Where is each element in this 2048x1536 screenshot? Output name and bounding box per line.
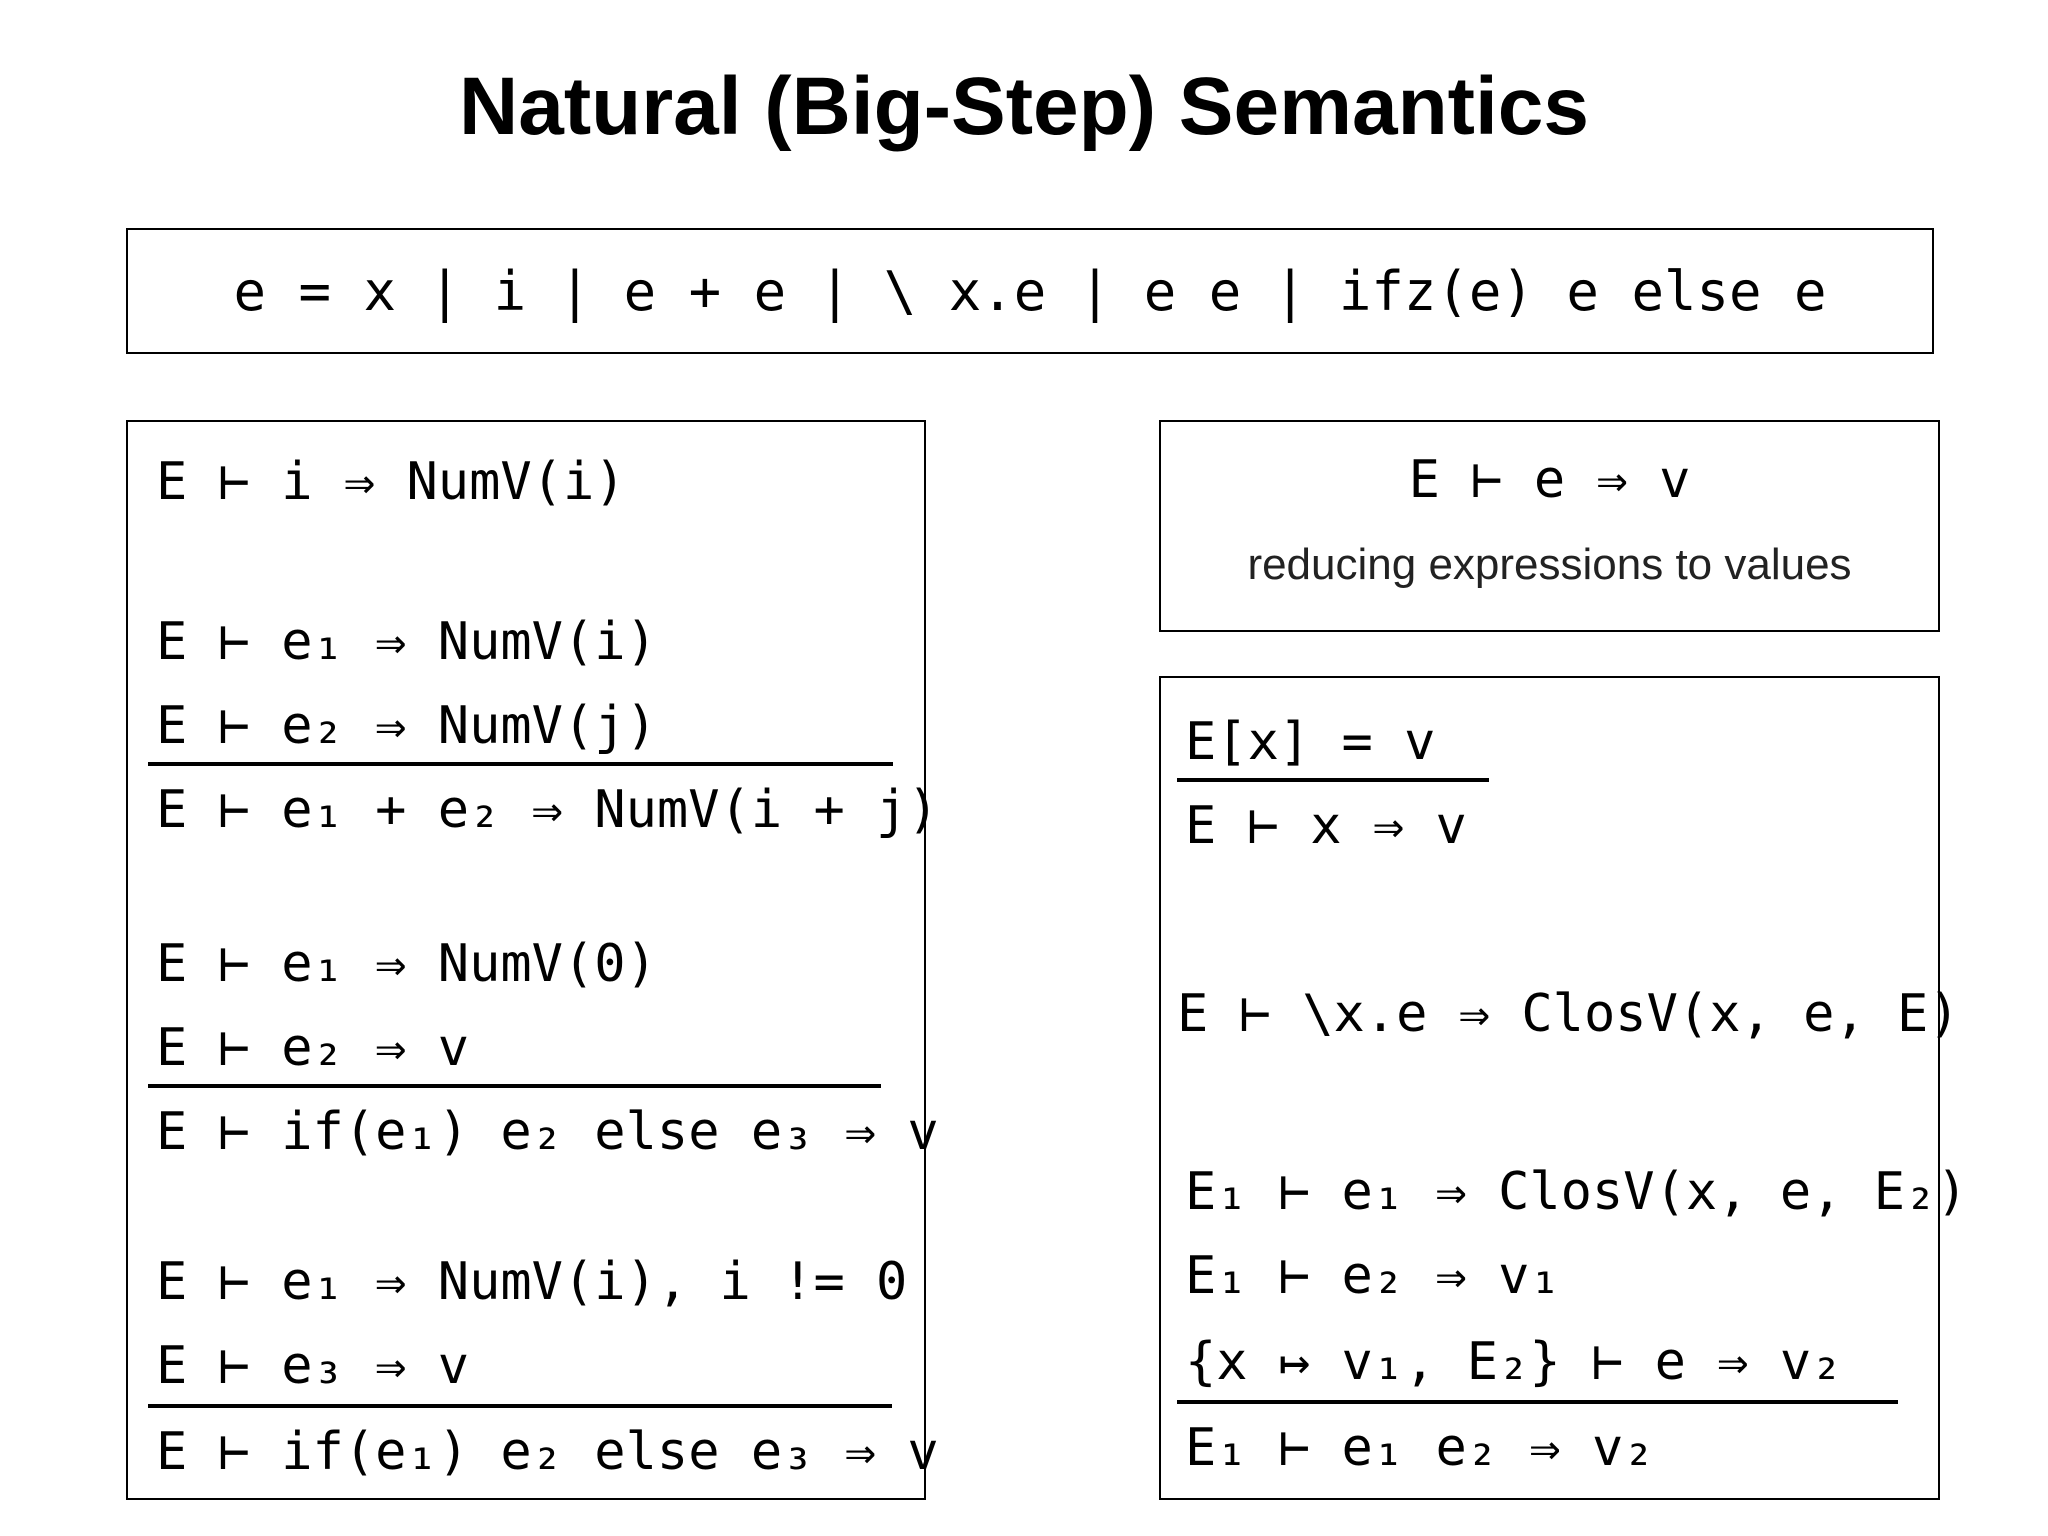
rule-app-premise-3: {x ↦ v₁, E₂} ⊢ e ⇒ v₂ [1185, 1332, 1843, 1392]
judgement-caption: reducing expressions to values [1247, 540, 1852, 589]
rule-add-premise-1: E ⊢ e₁ ⇒ NumV(i) [156, 612, 657, 672]
grammar-rule: e = x | i | e + e | \ x.e | e e | ifz(e)… [233, 260, 1827, 323]
rule-add-conclusion: E ⊢ e₁ + e₂ ⇒ NumV(i + j) [156, 780, 939, 840]
left-rules-box: E ⊢ i ⇒ NumV(i) E ⊢ e₁ ⇒ NumV(i) E ⊢ e₂ … [126, 420, 939, 1500]
rule-var-premise: E[x] = v [1185, 712, 1436, 772]
rule-ifz-true-inference-line [148, 1084, 881, 1088]
rule-ifz-true-conclusion: E ⊢ if(e₁) e₂ else e₃ ⇒ v [156, 1102, 939, 1162]
rule-app-conclusion: E₁ ⊢ e₁ e₂ ⇒ v₂ [1185, 1418, 1655, 1478]
grammar-box: e = x | i | e + e | \ x.e | e e | ifz(e)… [126, 228, 1934, 354]
rule-app-premise-1: E₁ ⊢ e₁ ⇒ ClosV(x, e, E₂) [1185, 1162, 1968, 1222]
rule-num: E ⊢ i ⇒ NumV(i) [156, 452, 626, 512]
rule-add-premise-2: E ⊢ e₂ ⇒ NumV(j) [156, 696, 657, 756]
right-rules-box: E[x] = v E ⊢ x ⇒ v E ⊢ \x.e ⇒ ClosV(x, e… [1159, 676, 1968, 1500]
rule-ifz-false-premise-2: E ⊢ e₃ ⇒ v [156, 1336, 470, 1396]
rule-lambda: E ⊢ \x.e ⇒ ClosV(x, e, E) [1177, 984, 1960, 1044]
slide-title: Natural (Big-Step) Semantics [459, 61, 1589, 152]
rule-add-inference-line [148, 762, 893, 766]
rule-ifz-false-premise-1: E ⊢ e₁ ⇒ NumV(i), i != 0 [156, 1252, 908, 1312]
rule-var-conclusion: E ⊢ x ⇒ v [1185, 796, 1467, 856]
rule-app-premise-2: E₁ ⊢ e₂ ⇒ v₁ [1185, 1246, 1561, 1306]
judgement-form: E ⊢ e ⇒ v [1408, 450, 1691, 510]
judgement-box: E ⊢ e ⇒ v reducing expressions to values [1159, 420, 1940, 632]
rule-ifz-false-inference-line [148, 1404, 892, 1408]
rule-ifz-true-premise-1: E ⊢ e₁ ⇒ NumV(0) [156, 934, 657, 994]
rule-ifz-false-conclusion: E ⊢ if(e₁) e₂ else e₃ ⇒ v [156, 1422, 939, 1482]
rule-app-inference-line [1177, 1400, 1898, 1404]
rule-var-inference-line [1177, 778, 1489, 782]
rule-ifz-true-premise-2: E ⊢ e₂ ⇒ v [156, 1018, 470, 1078]
